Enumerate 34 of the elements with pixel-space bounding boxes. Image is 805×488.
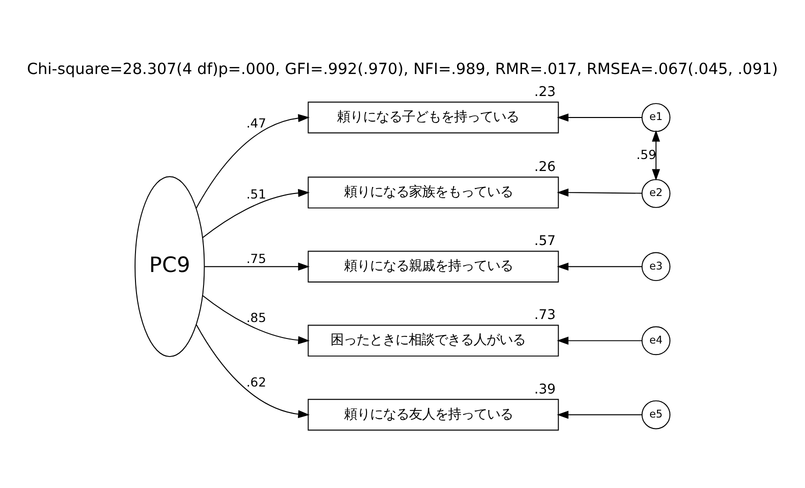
node-circle: e1 (642, 103, 670, 132)
node-box: 困ったときに相談できる人がいる (308, 324, 559, 357)
edge-label: .85 (246, 310, 266, 325)
arrow (652, 130, 660, 181)
node-box: 頼りになる親戚を持っている (308, 250, 559, 282)
arrow (196, 114, 310, 209)
node-label: .23 (534, 85, 556, 100)
node-label: .39 (534, 382, 556, 398)
node-box: 頼りになる子どもを持っている (308, 102, 559, 134)
edge-label: .62 (246, 374, 266, 390)
node-ellipse: PC9 (134, 176, 205, 358)
edge-label: .51 (246, 186, 266, 202)
node-circle: e3 (642, 252, 670, 282)
arrow (202, 188, 310, 238)
node-label: .73 (534, 308, 556, 324)
node-box: 頼りになる家族をもっている (308, 176, 559, 208)
node-label: .57 (534, 234, 556, 250)
arrow (556, 262, 642, 271)
diagram-title: Chi-square=28.307(4 df)p=.000, GFI=.992(.970), NFI=.989, RMR=.017, RMSEA=.067(.045, .091) (27, 60, 778, 78)
node-box: 頼りになる友人を持っている (308, 398, 559, 431)
arrow (556, 336, 642, 345)
arrow (556, 188, 642, 197)
node-circle: e4 (642, 326, 670, 356)
edge-label: .59 (636, 146, 656, 162)
edge-label: .47 (246, 116, 266, 130)
arrow (556, 113, 642, 122)
node-circle: e5 (642, 400, 670, 430)
node-label: .26 (534, 160, 556, 176)
edge-label: .75 (246, 251, 266, 266)
arrow (204, 262, 310, 271)
arrow (202, 294, 310, 344)
arrow (196, 324, 310, 418)
node-circle: e2 (642, 179, 670, 208)
arrow (556, 410, 642, 419)
